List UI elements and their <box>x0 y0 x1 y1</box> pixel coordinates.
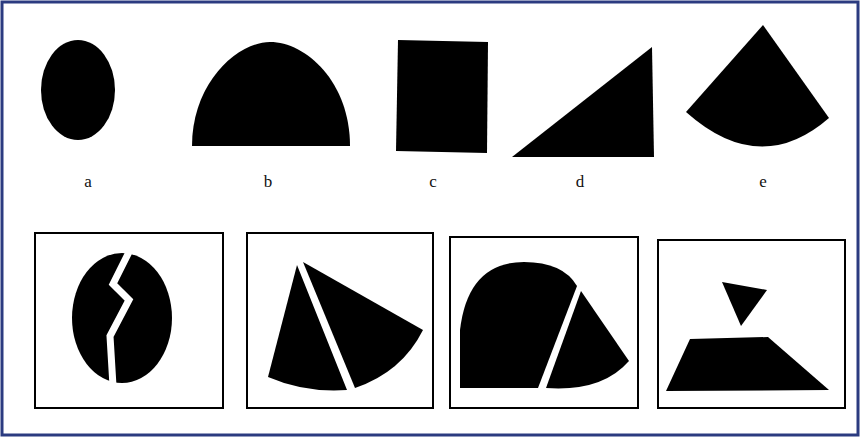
piece-box <box>35 233 223 408</box>
crack-gap <box>110 250 130 386</box>
shape-letter: e <box>759 173 767 190</box>
triangle-piece <box>722 282 767 326</box>
piece-box <box>247 233 433 408</box>
shape-letter: c <box>429 173 437 190</box>
shape-letter: b <box>264 173 273 190</box>
wedge-piece <box>546 291 629 388</box>
piece-box <box>450 237 638 408</box>
piece-box <box>658 240 845 408</box>
shape-letter: d <box>576 173 585 190</box>
shape-letter: a <box>84 173 92 190</box>
half-disk-shape <box>192 42 350 146</box>
triangle-shape <box>512 47 654 157</box>
rectangle-shape <box>396 40 488 153</box>
trapezoid-piece <box>666 337 829 391</box>
wedge-piece <box>303 262 423 388</box>
sector-shape <box>686 25 829 147</box>
oval-shape <box>41 40 115 140</box>
